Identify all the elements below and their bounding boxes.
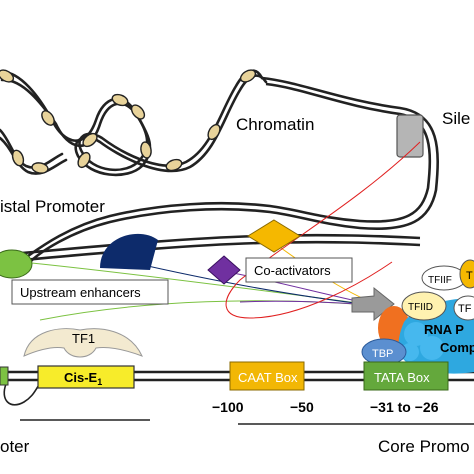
nucleosomes <box>0 69 257 174</box>
nucleosome <box>82 132 98 148</box>
navy-factor <box>100 233 158 270</box>
tfiif-label: TFIIF <box>428 275 452 286</box>
rna-pol-label-1: RNA P <box>424 322 464 337</box>
tf-right-oval <box>453 295 474 321</box>
distal-promoter-label: istal Promoter <box>0 197 105 216</box>
caat-box-label: CAAT Box <box>238 370 298 385</box>
chromatin-label: Chromatin <box>236 115 314 134</box>
upstream-enhancers-label: Upstream enhancers <box>20 285 141 300</box>
nucleosome <box>207 123 221 141</box>
tf-mid-partial: TF <box>458 303 472 315</box>
caat-box <box>229 361 305 391</box>
coactivators-label: Co-activators <box>254 263 331 278</box>
tata-box-label: TATA Box <box>374 370 430 385</box>
pos-minus50: −50 <box>290 399 314 415</box>
rna-pol-complex <box>361 259 474 374</box>
nucleosome <box>239 69 257 83</box>
nucleosome <box>11 149 25 167</box>
nucleosome <box>130 104 146 120</box>
nucleosome <box>111 93 129 107</box>
pos-range: −31 to −26 <box>370 399 439 415</box>
nucleosome <box>41 110 55 126</box>
nucleosome <box>31 162 49 174</box>
tfiid-oval <box>401 291 447 321</box>
tf1-factor <box>23 328 143 358</box>
dna-underloop <box>3 383 41 406</box>
orange-top-oval <box>459 259 474 289</box>
cis-e1-box <box>37 365 135 389</box>
green-element <box>0 366 9 386</box>
nucleosome <box>0 69 15 83</box>
chromatin-fiber <box>0 69 268 177</box>
nucleosome <box>77 151 91 169</box>
silencer-label: Sile <box>442 109 470 128</box>
dna-loop <box>27 76 439 263</box>
tbp-label: TBP <box>372 348 393 360</box>
upstream-enhancers-box <box>11 279 169 305</box>
silencer-box <box>396 114 424 158</box>
pos-minus100: −100 <box>212 399 244 415</box>
cis-e1-label: Cis-E1 <box>64 370 102 387</box>
tf-top-partial: T <box>466 270 473 282</box>
distal-dna-strand <box>0 233 421 264</box>
proximal-promoter-label: oter <box>0 437 30 456</box>
nucleosome <box>165 158 183 172</box>
rna-pol-label-2: Comp <box>440 340 474 355</box>
nucleosome <box>140 141 152 159</box>
coactivators-box <box>245 257 353 283</box>
core-promoter-label: Core Promo <box>378 437 470 456</box>
green-factor-oval <box>0 249 33 279</box>
gold-diamond <box>247 219 301 253</box>
tf1-label: TF1 <box>72 331 95 346</box>
purple-diamond <box>207 255 241 285</box>
tata-box <box>363 361 449 391</box>
tfiid-label: TFIID <box>408 302 433 313</box>
